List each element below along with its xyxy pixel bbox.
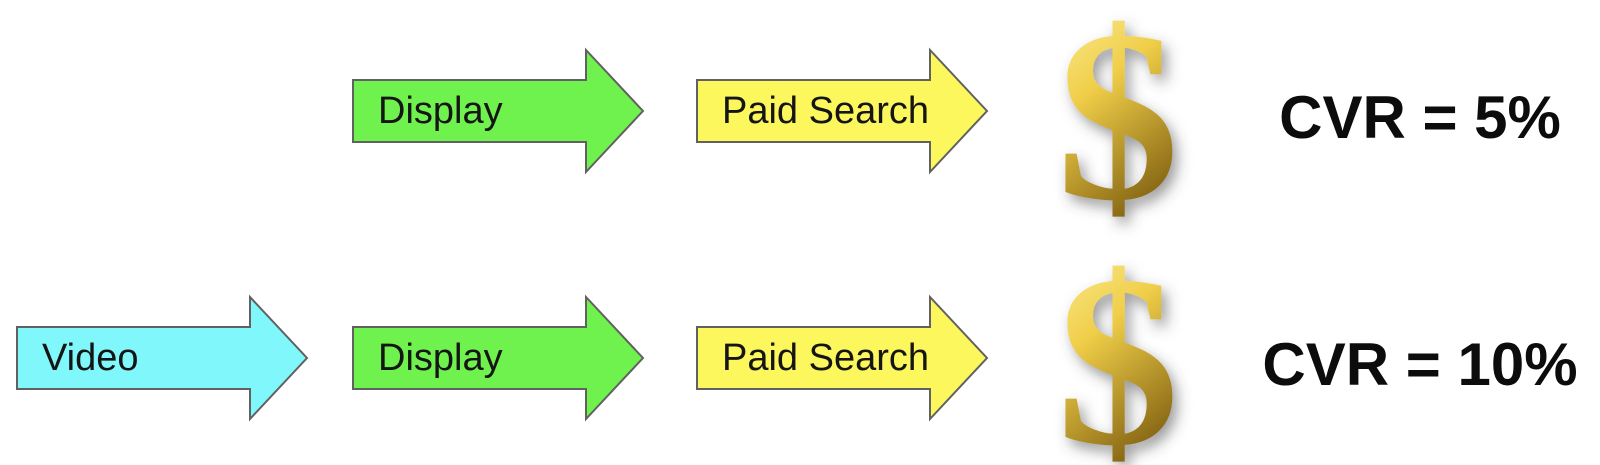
arrow-polygon — [352, 47, 645, 175]
arrow-label-display: Display — [378, 90, 503, 132]
arrow-shape — [696, 47, 989, 175]
arrow-polygon — [352, 294, 645, 422]
cvr-value-path-2: CVR = 10% — [1262, 330, 1578, 398]
arrow-video: Video — [16, 294, 309, 422]
conversion-path-row-2: Video Display Paid Search — [0, 225, 1600, 465]
arrow-label-paid-search: Paid Search — [722, 337, 930, 379]
arrow-polygon — [696, 47, 989, 175]
arrow-paid-search: Paid Search — [696, 294, 989, 422]
arrow-shape — [352, 47, 645, 175]
conversion-path-row-1: Display Paid Search — [0, 0, 1600, 251]
dollar-glyph: $ — [1057, 0, 1180, 251]
arrow-display: Display — [352, 294, 645, 422]
arrow-display: Display — [352, 47, 645, 175]
arrow-label-paid-search: Paid Search — [722, 90, 930, 132]
arrow-polygon — [696, 294, 989, 422]
cvr-value-path-1: CVR = 5% — [1279, 83, 1561, 151]
arrow-shape — [696, 294, 989, 422]
dollar-icon: $ — [1038, 225, 1198, 465]
dollar-icon: $ — [1038, 0, 1198, 251]
dollar-glyph: $ — [1057, 225, 1180, 465]
arrow-label-display: Display — [378, 337, 503, 379]
arrow-shape — [352, 294, 645, 422]
arrow-paid-search: Paid Search — [696, 47, 989, 175]
arrow-label-video: Video — [42, 337, 139, 379]
arrow-polygon — [16, 294, 309, 422]
arrow-shape — [16, 294, 309, 422]
